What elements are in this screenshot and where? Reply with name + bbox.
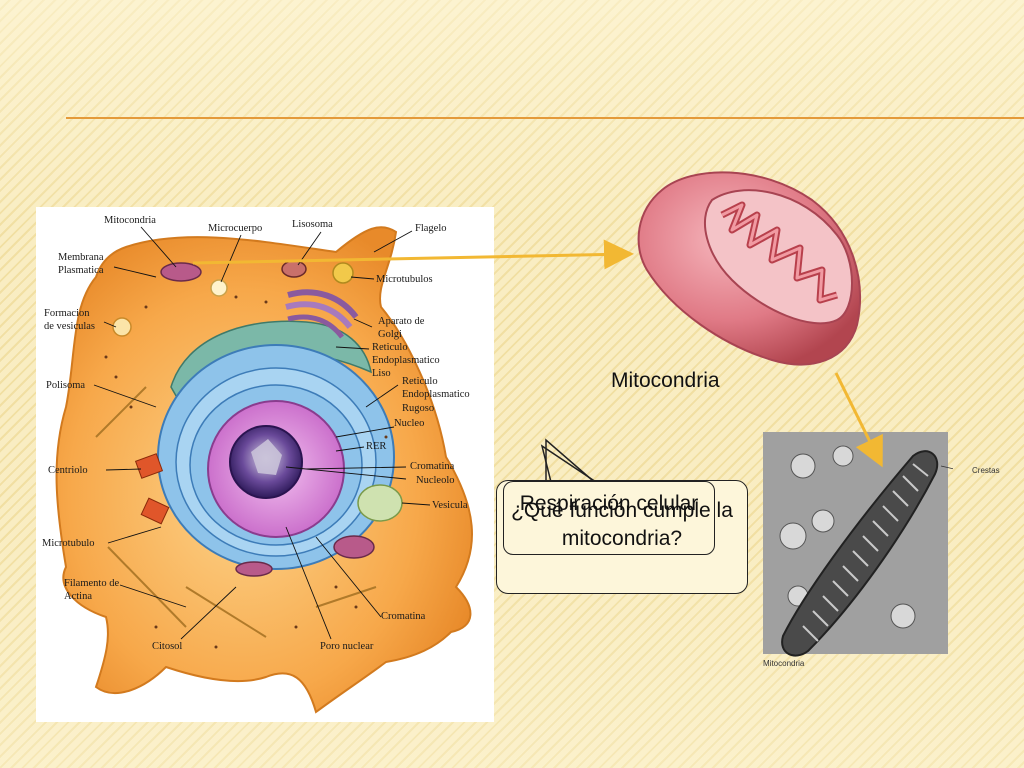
label-filamento-2: Actina (64, 591, 92, 602)
label-microtubulo: Microtubulo (42, 538, 95, 549)
label-formacion-2: de vesiculas (44, 321, 95, 332)
answer-text: Respiración celular (519, 492, 699, 515)
label-citosol: Citosol (152, 641, 182, 652)
label-membrana-2: Plasmatica (58, 265, 104, 276)
ribosomes (104, 295, 388, 649)
micrograph-mitochondrion (781, 450, 939, 657)
label-membrana-1: Membrana (58, 252, 104, 263)
label-lisosoma: Lisosoma (292, 219, 333, 230)
label-mitocondria: Mitocondria (104, 215, 156, 226)
mitochondrion-3 (333, 535, 375, 559)
question-callout: ¿Qué función cumple la mitocondria? (496, 480, 748, 594)
label-golgi-2: Golgi (378, 329, 402, 340)
title-underline (66, 117, 1024, 119)
micrograph-label-crestas: Crestas (972, 466, 1000, 475)
label-nucleolo: Nucleolo (416, 475, 455, 486)
answer-callout: Respiración celular (503, 481, 715, 555)
label-cromatina-2: Cromatina (381, 611, 426, 622)
label-rer-2: Endoplasmatico (402, 389, 470, 400)
vesicle-forming (112, 317, 132, 337)
label-poro-nuclear: Poro nuclear (320, 641, 374, 652)
lysosome (332, 262, 354, 284)
label-rer: RER (366, 441, 386, 452)
animal-cell-illustration: Mitocondria Microcuerpo Lisosoma Flagelo… (42, 215, 473, 714)
micrograph-label-mitocondria: Mitocondria (763, 659, 805, 668)
mitochondrion-1 (160, 262, 202, 282)
label-flagelo: Flagelo (415, 223, 447, 234)
animal-cell-diagram: Mitocondria Microcuerpo Lisosoma Flagelo… (36, 207, 494, 722)
micrograph-image: Mitocondria (763, 432, 953, 668)
microbody (210, 279, 228, 297)
label-golgi-1: Aparato de (378, 316, 425, 327)
label-vesicula: Vesicula (432, 500, 468, 511)
golgi-apparatus (285, 289, 359, 339)
question-text: ¿Qué función cumple la mitocondria? (511, 499, 733, 550)
centrioles (134, 453, 170, 525)
mitochondrion-4 (235, 561, 273, 577)
label-cromatina-1: Cromatina (410, 461, 455, 472)
label-centriolo: Centriolo (48, 465, 88, 476)
label-rel-2: Endoplasmatico (372, 355, 440, 366)
label-filamento-1: Filamento de (64, 578, 119, 589)
label-rer-1: Reticulo (402, 376, 438, 387)
label-rer-3: Rugoso (402, 403, 434, 414)
label-microcuerpo: Microcuerpo (208, 223, 262, 234)
mitochondrion-illustration (632, 160, 870, 370)
mitochondrion-cutaway (637, 171, 861, 366)
label-nucleo: Nucleo (394, 418, 424, 429)
vesicle (357, 484, 403, 522)
label-rel-3: Liso (372, 368, 391, 379)
label-rel-1: Reticulo (372, 342, 408, 353)
mitochondrion-micrograph: Mitocondria (763, 426, 953, 671)
microtubules (95, 386, 377, 638)
label-microtubulos: Microtubulos (376, 274, 433, 285)
callout-tails (540, 438, 597, 487)
label-polisoma: Polisoma (46, 380, 85, 391)
mitochondrion-caption: Mitocondria (611, 369, 720, 392)
label-leaders (93, 226, 431, 640)
mitochondrion-2 (281, 260, 307, 278)
label-formacion-1: Formacion (44, 308, 90, 319)
